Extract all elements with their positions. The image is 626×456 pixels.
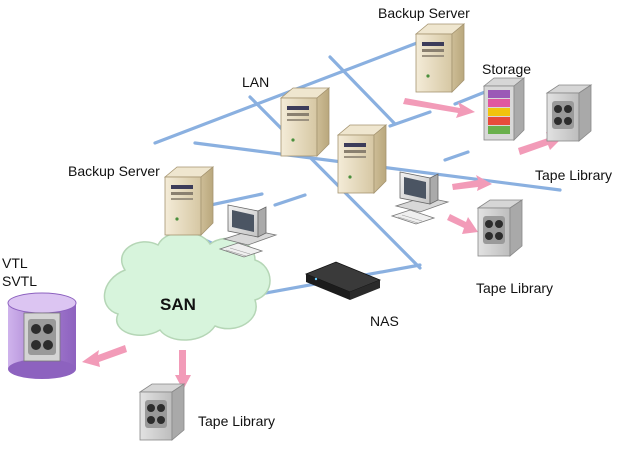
vtl-label: VTL [2,255,28,271]
nas-device-icon [304,261,382,300]
backup-server-top-label: Backup Server [378,5,470,21]
storage-label: Storage [482,61,532,77]
transfer-arrow-icon [452,175,492,191]
workstation-icon [219,204,277,258]
lan-label: LAN [242,74,270,90]
tape-library-icon [477,199,523,257]
san-label: SAN [160,295,196,314]
tape-library-icon [546,84,592,142]
nas-label: NAS [370,313,399,329]
server-icon [280,87,330,157]
server-icon [337,124,387,194]
vtl-cylinder-icon [7,292,77,379]
transfer-arrow-icon [175,350,191,390]
backup-server-left-icon [164,166,214,236]
tape-library-right-top-label: Tape Library [535,167,613,183]
tape-library-mid-label: Tape Library [476,280,554,296]
transfer-arrow-icon [403,98,475,118]
workstation-icon [391,171,449,225]
backup-server-top-icon [415,23,465,93]
tape-library-bottom-label: Tape Library [198,413,276,429]
svtl-label: SVTL [2,273,38,289]
backup-server-left-label: Backup Server [68,163,160,179]
transfer-arrow-icon [82,345,127,367]
storage-array-icon [482,77,526,141]
tape-library-icon [139,383,185,441]
transfer-arrow-icon [447,214,478,234]
